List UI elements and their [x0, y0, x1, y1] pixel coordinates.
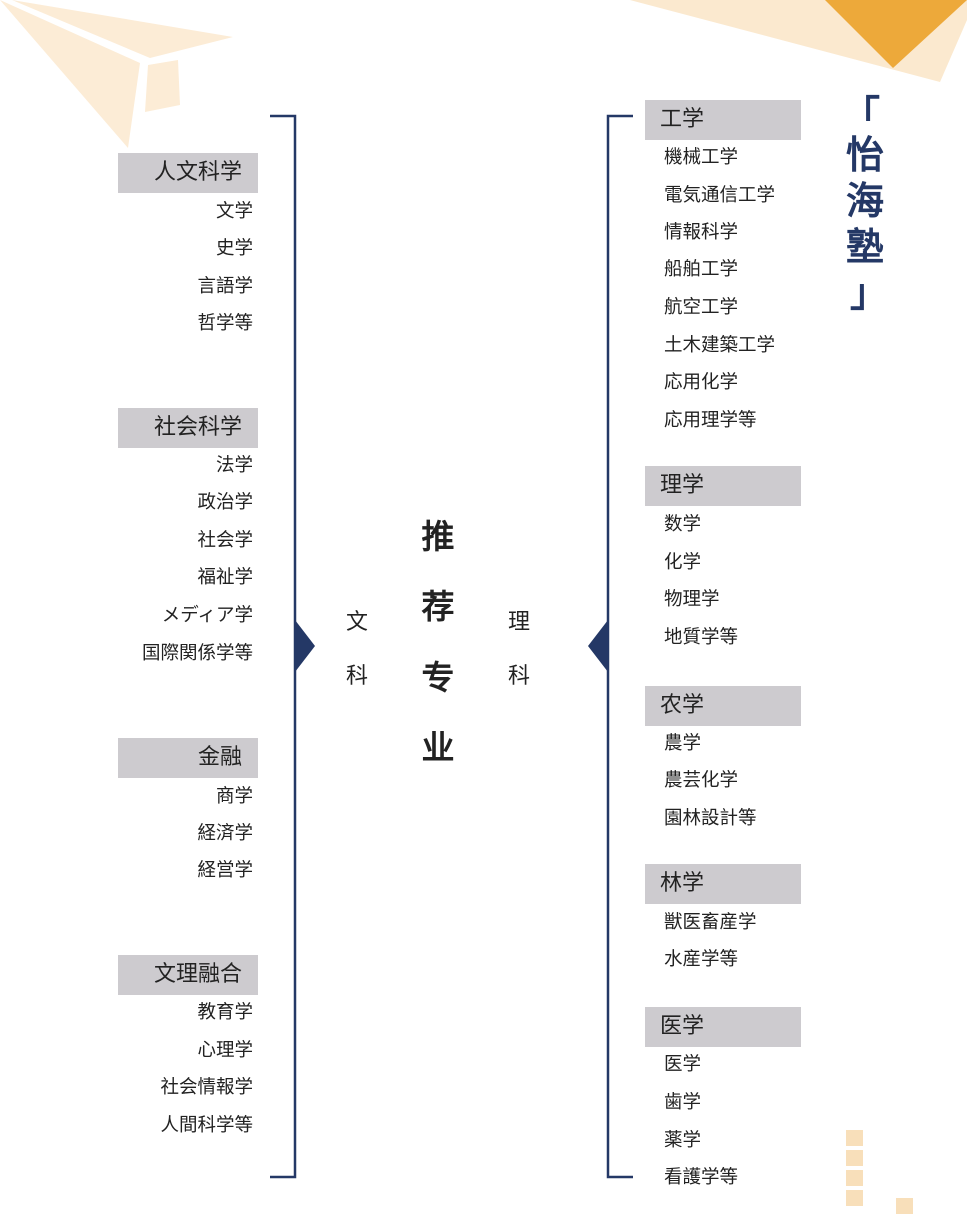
- logo-bracket-close: 」: [849, 270, 888, 315]
- humanities-label: 文: [345, 610, 368, 635]
- right-bracket: [606, 114, 633, 1179]
- major-item: 心理学: [197, 1040, 253, 1061]
- major-item: 薬学: [664, 1130, 702, 1151]
- major-item: 教育学: [197, 1002, 253, 1023]
- major-item: 福祉学: [197, 567, 253, 588]
- decorative-squares: [846, 1130, 913, 1214]
- major-item: 情報科学: [664, 222, 739, 243]
- major-item: 応用理学等: [664, 410, 757, 431]
- major-item: 哲学等: [197, 313, 253, 334]
- major-item: 航空工学: [664, 297, 739, 318]
- logo-char: 怡: [845, 132, 884, 177]
- category-header: 金融: [118, 738, 258, 778]
- logo-char: 塾: [845, 224, 884, 269]
- science-label: 理: [507, 610, 530, 635]
- category-header: 工学: [645, 100, 801, 140]
- major-item: 機械工学: [664, 147, 739, 168]
- major-item: 人間科学等: [160, 1115, 253, 1136]
- category-header: 社会科学: [118, 408, 258, 448]
- major-item: 法学: [215, 455, 253, 476]
- major-item: 言語学: [197, 276, 253, 297]
- category-header: 人文科学: [118, 153, 258, 193]
- major-item: 農学: [664, 733, 702, 754]
- major-item: 経済学: [197, 823, 253, 844]
- major-item: 水産学等: [664, 949, 739, 970]
- title-char: 荐: [421, 587, 455, 626]
- left-bracket: [270, 114, 297, 1179]
- major-item: 地質学等: [664, 627, 739, 648]
- major-item: 政治学: [197, 492, 253, 513]
- major-item: メディア学: [161, 605, 253, 626]
- major-item: 園林設計等: [664, 808, 757, 829]
- major-item: 船舶工学: [664, 259, 739, 280]
- major-item: 看護学等: [664, 1167, 739, 1188]
- category-header: 医学: [645, 1007, 801, 1047]
- orange-triangle-decoration: [825, 0, 967, 68]
- major-item: 社会情報学: [160, 1077, 253, 1098]
- major-item: 物理学: [664, 589, 720, 610]
- left-arrow-marker: [295, 620, 315, 672]
- title-char: 专: [421, 658, 455, 697]
- title-char: 业: [421, 728, 455, 767]
- major-item: 経営学: [197, 860, 253, 881]
- logo-bracket-open: 「: [842, 92, 881, 137]
- major-item: 文学: [215, 201, 253, 222]
- logo: 「 怡 海 塾 」: [842, 92, 888, 315]
- major-item: 応用化学: [664, 372, 739, 393]
- major-item: 史学: [215, 238, 253, 259]
- major-item: 農芸化学: [664, 770, 739, 791]
- major-item: 歯学: [664, 1092, 702, 1113]
- category-header: 理学: [645, 466, 801, 506]
- major-item: 土木建築工学: [664, 335, 776, 356]
- major-item: 数学: [664, 514, 702, 535]
- humanities-label: 科: [345, 664, 368, 689]
- category-header: 农学: [645, 686, 801, 726]
- major-item: 社会学: [197, 530, 253, 551]
- major-item: 化学: [664, 552, 702, 573]
- paper-plane-icon: [0, 0, 233, 148]
- right-arrow-marker: [588, 620, 608, 672]
- science-label: 科: [507, 664, 530, 689]
- major-item: 商学: [215, 786, 253, 807]
- logo-char: 海: [845, 178, 884, 223]
- category-header: 林学: [645, 864, 801, 904]
- major-item: 国際関係学等: [141, 643, 253, 664]
- category-header: 文理融合: [118, 955, 258, 995]
- title-char: 推: [421, 517, 455, 556]
- major-item: 電気通信工学: [664, 185, 776, 206]
- major-item: 獣医畜産学: [664, 912, 757, 933]
- major-item: 医学: [664, 1054, 702, 1075]
